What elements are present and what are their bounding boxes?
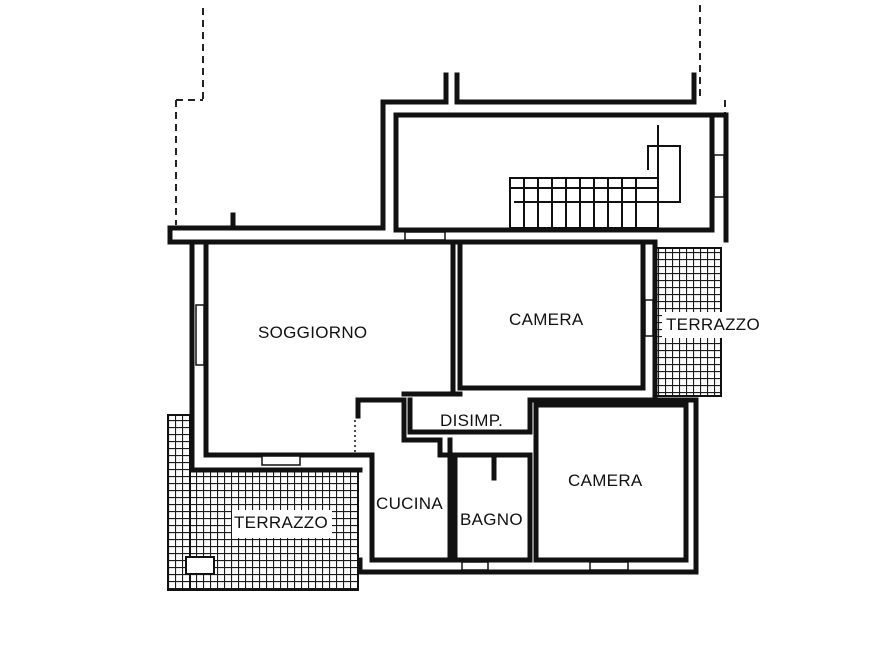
terrace-left-tiles: [167, 414, 359, 591]
windows: [195, 154, 725, 571]
room-label-terrazzo-left: TERRAZZO: [234, 513, 329, 532]
room-label-cucina: CUCINA: [376, 494, 443, 513]
room-label-bagno: BAGNO: [460, 510, 523, 529]
staircase: [509, 125, 681, 229]
room-label-disimp: DISIMP.: [440, 411, 504, 430]
room-label-camera-bottom: CAMERA: [568, 471, 643, 490]
room-label-soggiorno: SOGGIORNO: [258, 323, 368, 342]
terrace-right-tiles: [654, 247, 754, 397]
walls: [167, 72, 729, 575]
room-label-terrazzo-right: TERRAZZO: [666, 315, 761, 334]
room-label-camera-top: CAMERA: [509, 310, 584, 329]
